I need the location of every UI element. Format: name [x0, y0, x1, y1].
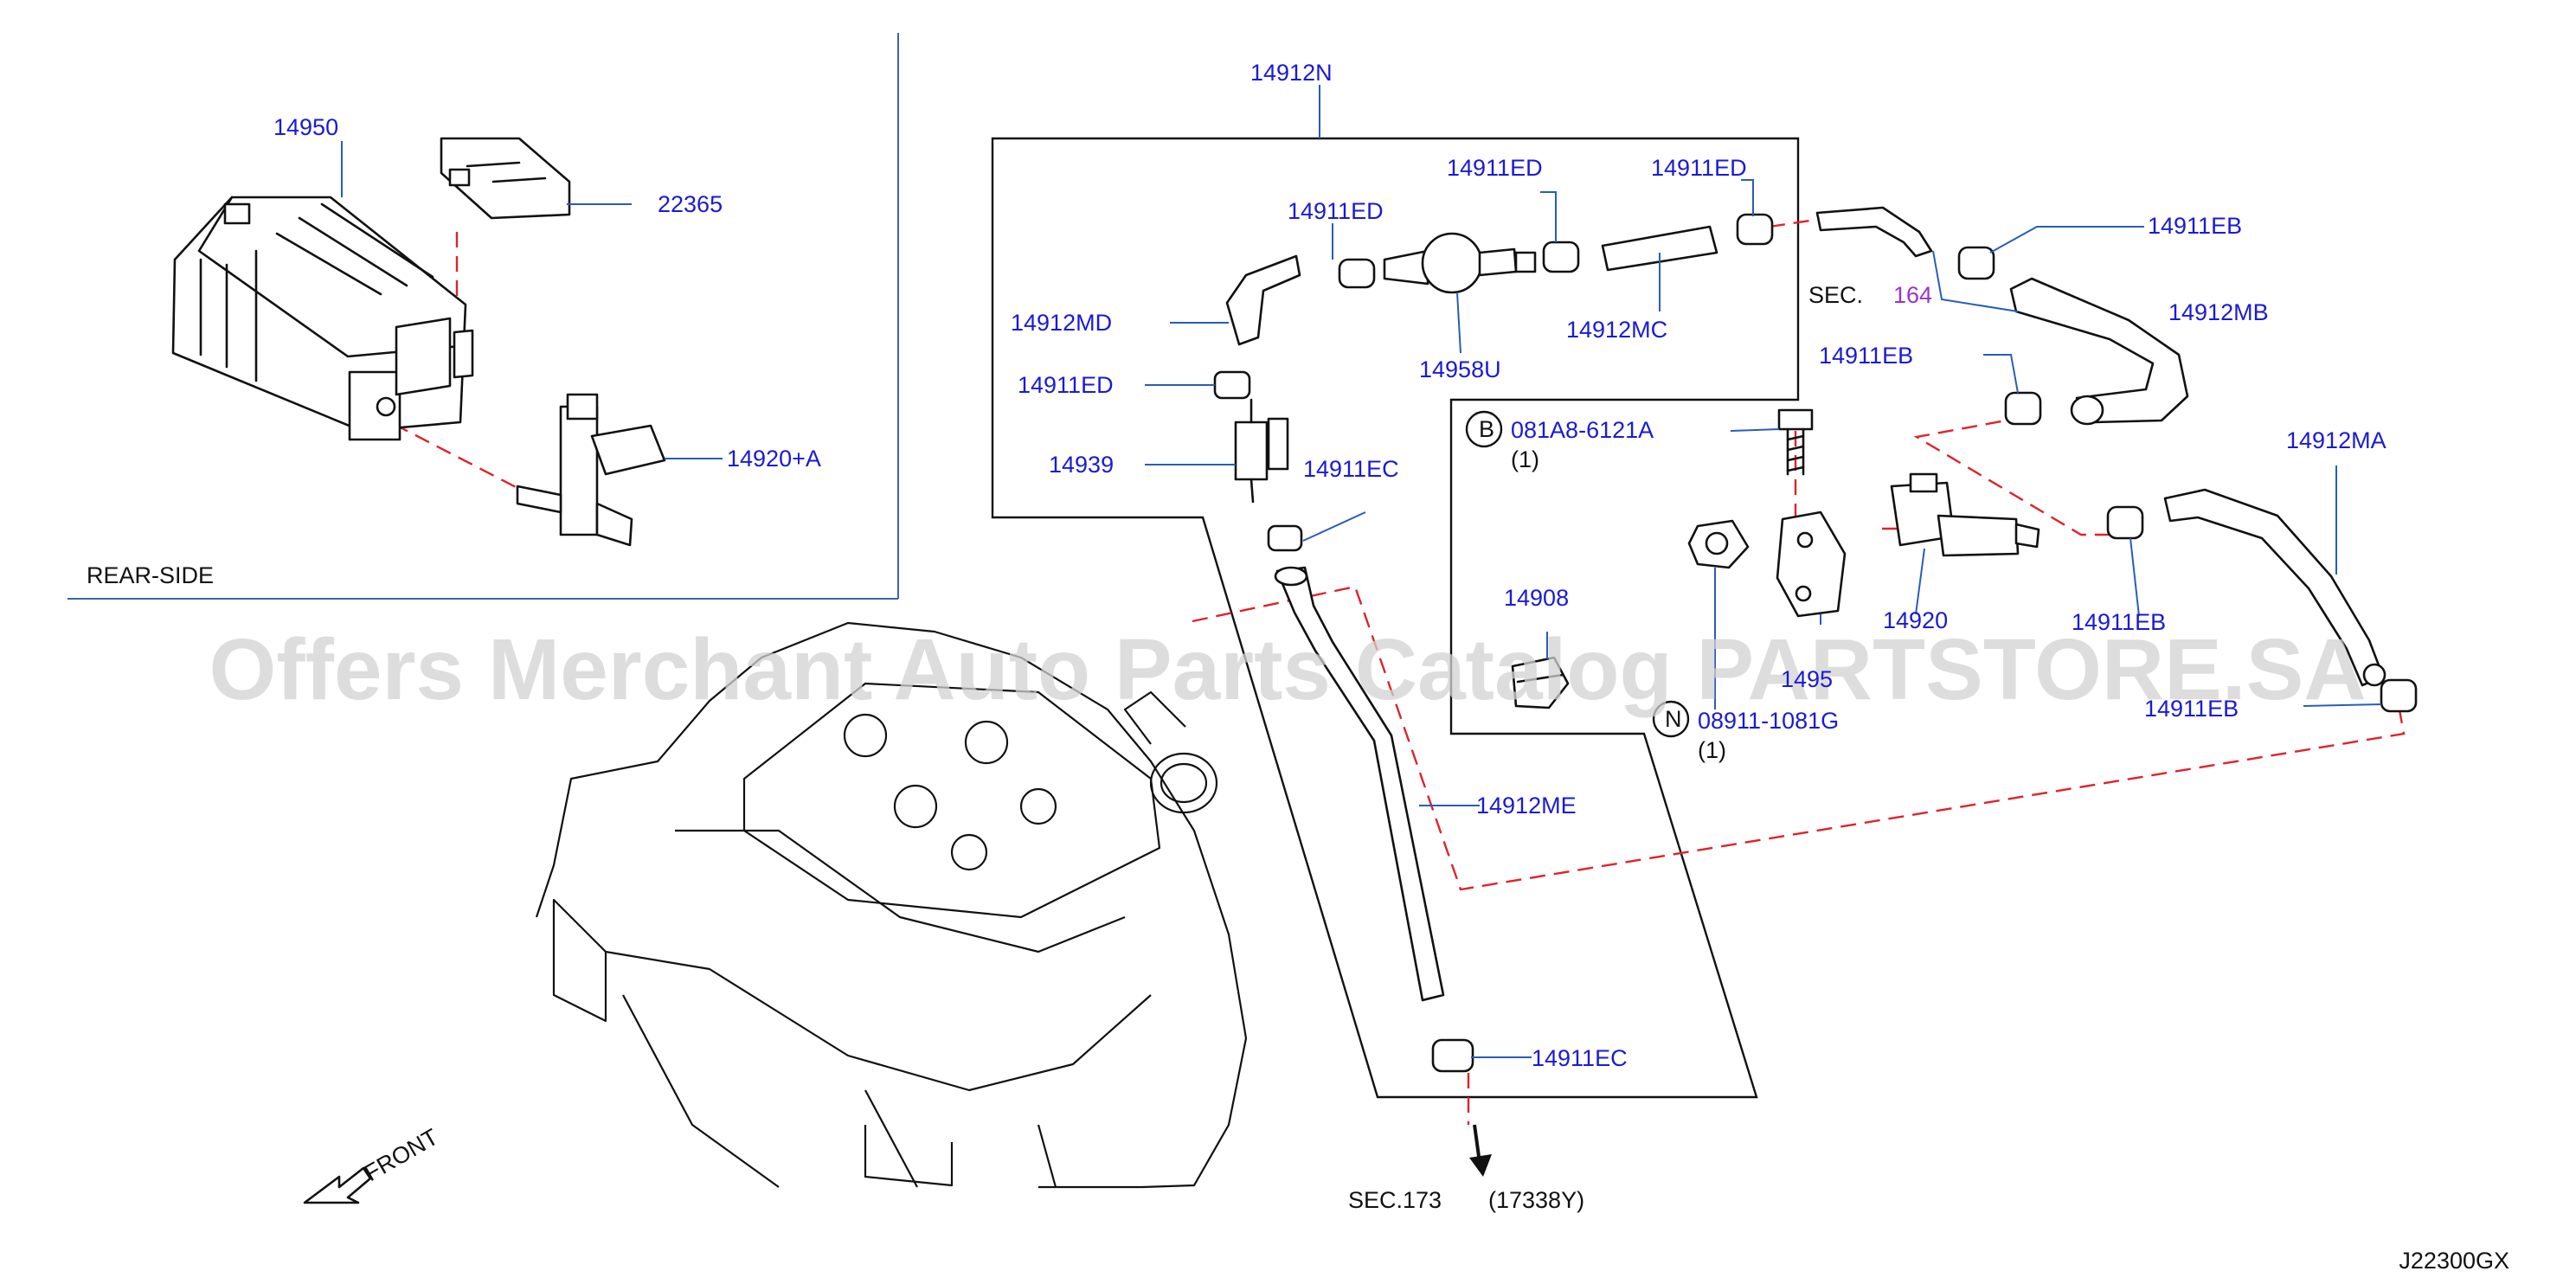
label-14911ec-2: 14911EC: [1532, 1045, 1628, 1071]
label-14912me: 14912ME: [1476, 793, 1577, 819]
part-14912me-hose: [1274, 566, 1445, 1002]
labels: REAR-SIDE 14950 22365 14920+A 14912N 149…: [87, 60, 2509, 1274]
clip-14911ed-c: [1736, 213, 1774, 246]
label-14912md: 14912MD: [1011, 310, 1112, 336]
label-14911eb-1: 14911EB: [2148, 213, 2242, 239]
label-14911ed-1: 14911ED: [1288, 198, 1384, 224]
marker-n-circle: [1652, 700, 1690, 738]
part-14950-canister: [171, 196, 474, 441]
sec173-ref: (17338Y): [1488, 1187, 1584, 1213]
part-14957-bracket: [1776, 510, 1847, 618]
main-assembly-box: [991, 137, 1800, 1099]
label-14950: 14950: [273, 114, 338, 140]
part-14912mb-hose: [2009, 277, 2189, 426]
part-14912ma-hose: [2163, 488, 2386, 687]
inset-frame: [67, 33, 899, 600]
label-14911eb-4: 14911EB: [2144, 696, 2239, 722]
clip-14911ec-b: [1431, 1038, 1474, 1073]
label-14920: 14920: [1883, 607, 1948, 633]
label-14957: 1495: [1781, 666, 1833, 692]
sec173-label: SEC.173: [1348, 1187, 1442, 1213]
clip-14911ed-b: [1542, 241, 1580, 273]
sec173-arrow: [1469, 1124, 1492, 1177]
label-14912ma: 14912MA: [2286, 427, 2386, 453]
clip-14911ec-a: [1267, 524, 1303, 552]
marker-b-circle: [1465, 410, 1503, 448]
part-14920a-valve: [516, 393, 666, 547]
label-08911: 08911-1081G: [1698, 708, 1839, 734]
clip-14911eb-b: [2004, 391, 2042, 426]
marker-n-letter: N: [1665, 706, 1682, 732]
label-14920a: 14920+A: [727, 446, 821, 472]
sec164-number: 164: [1893, 282, 1932, 308]
watermark-text: Offers Merchant Auto Parts Catalog PARTS…: [209, 621, 2367, 718]
label-14911eb-3: 14911EB: [2072, 609, 2166, 635]
label-14911ed-2: 14911ED: [1447, 155, 1543, 181]
label-081a8: 081A8-6121A: [1511, 417, 1654, 443]
bolt-081a8: [1777, 408, 1814, 476]
label-14911ed-3: 14911ED: [1651, 155, 1747, 181]
label-14912mb: 14912MB: [2168, 299, 2269, 325]
leader-lines: [341, 85, 2382, 1058]
front-label: FRONT: [360, 1124, 443, 1186]
label-14939: 14939: [1049, 452, 1114, 478]
part-14958u-check-valve: [1383, 232, 1537, 294]
inset-title: REAR-SIDE: [87, 562, 214, 588]
part-22365-connector: [440, 137, 571, 220]
diagram-code: J22300GX: [2399, 1248, 2509, 1274]
front-arrow-icon: [303, 1166, 372, 1204]
qty-08911: (1): [1698, 737, 1726, 763]
part-14912mc-hose: [1601, 225, 1718, 272]
clip-14911eb-a: [1957, 246, 1995, 280]
label-14912mc: 14912MC: [1566, 317, 1667, 343]
label-14911ed-4: 14911ED: [1018, 372, 1114, 398]
label-14912n: 14912N: [1250, 60, 1333, 86]
marker-b-letter: B: [1479, 416, 1494, 442]
part-14912md-hose: [1225, 254, 1301, 346]
nut-08911: [1687, 519, 1750, 569]
clip-14911ed-a: [1338, 258, 1376, 289]
engine-outline: [535, 621, 1248, 1189]
part-14920-solenoid-valve: [1890, 472, 2040, 557]
label-14911eb-2: 14911EB: [1819, 343, 1913, 369]
clip-14911ed-d: [1213, 370, 1251, 400]
part-14939-valve: [1234, 398, 1289, 504]
part-sec164-tube: [1815, 206, 1933, 258]
label-14958u: 14958U: [1419, 356, 1501, 382]
label-14911ec-1: 14911EC: [1303, 456, 1399, 482]
label-22365: 22365: [658, 191, 723, 217]
clip-14911eb-d: [2380, 678, 2418, 713]
qty-081a8: (1): [1511, 446, 1539, 472]
clip-14911eb-c: [2106, 505, 2144, 540]
label-14908: 14908: [1504, 585, 1569, 611]
sec164-prefix: SEC.: [1808, 282, 1863, 308]
